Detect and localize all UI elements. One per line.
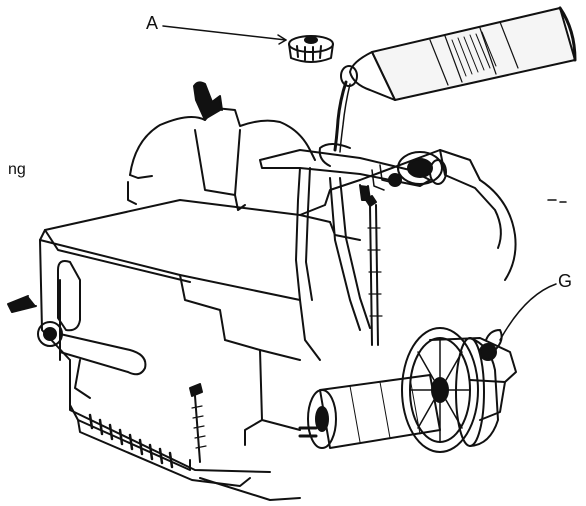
leader-line-a xyxy=(162,25,287,41)
callout-label-a: A xyxy=(146,13,159,33)
leader-line-g xyxy=(499,283,557,341)
oil-bottle xyxy=(340,6,577,101)
bottle-label xyxy=(451,31,497,77)
callout-label-g: G xyxy=(558,271,573,291)
adjusting-rod xyxy=(365,195,383,346)
machine-hood xyxy=(127,81,316,211)
oil-pan xyxy=(69,404,301,501)
bed-side-details xyxy=(7,260,147,399)
partial-text-fragment: ng xyxy=(8,161,26,178)
bed-screw xyxy=(189,383,207,463)
oil-cap xyxy=(288,35,334,63)
machine-body xyxy=(224,149,517,446)
oil-reservoir-mechanism xyxy=(259,143,447,331)
oil-stream xyxy=(333,80,348,152)
machine-bed xyxy=(39,199,331,473)
right-base xyxy=(429,329,517,421)
motor-cylinder xyxy=(298,374,441,449)
handwheel xyxy=(401,327,499,453)
